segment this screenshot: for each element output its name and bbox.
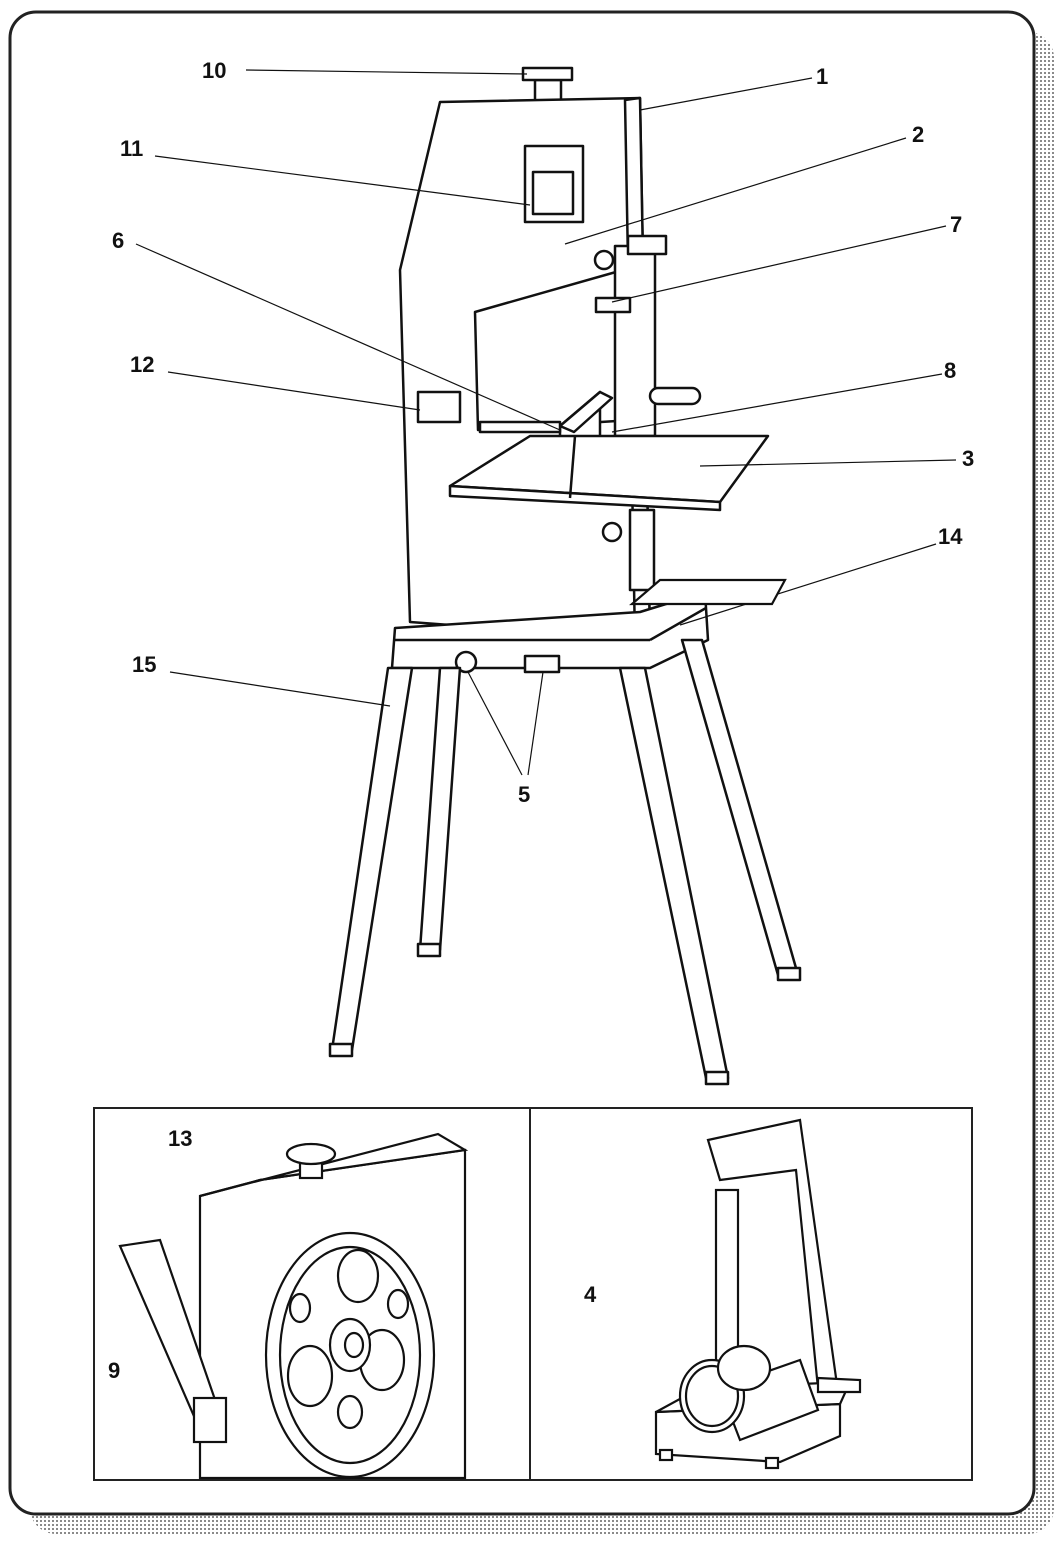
guide-block bbox=[192, 1396, 228, 1444]
callout-8: 8 bbox=[944, 358, 956, 383]
tension-knob-cap bbox=[521, 66, 574, 82]
callout-6: 6 bbox=[112, 228, 124, 253]
mitre-rail bbox=[478, 420, 562, 434]
callout-4: 4 bbox=[584, 1282, 597, 1307]
callout-11: 11 bbox=[120, 136, 143, 161]
locking-knob bbox=[454, 650, 478, 674]
wheel-hole-2 bbox=[386, 1288, 410, 1320]
wheel-detail bbox=[118, 1132, 469, 1480]
motor-shaft bbox=[816, 1376, 862, 1394]
callout-15: 15 bbox=[132, 652, 156, 677]
saw-table-front bbox=[448, 484, 722, 512]
leader-3 bbox=[699, 459, 957, 467]
callout-7: 7 bbox=[950, 212, 962, 237]
mini-foot-2 bbox=[764, 1456, 780, 1470]
leader-5b bbox=[527, 671, 544, 776]
foot-2 bbox=[416, 942, 442, 958]
switch-box-inner bbox=[531, 170, 575, 216]
callout-14: 14 bbox=[938, 524, 963, 549]
wheel-hub-inner bbox=[343, 1331, 365, 1359]
mini-foot-1 bbox=[658, 1448, 674, 1462]
callout-9: 9 bbox=[108, 1358, 120, 1383]
foot-1 bbox=[328, 1042, 354, 1058]
callout-13: 13 bbox=[168, 1126, 192, 1151]
table-tilt-knob bbox=[601, 521, 623, 543]
leader-15 bbox=[169, 671, 391, 707]
motor-back bbox=[716, 1344, 772, 1392]
leader-14 bbox=[679, 543, 937, 626]
callout-1: 1 bbox=[816, 64, 828, 89]
inset-small-table bbox=[629, 578, 787, 606]
lower-guard bbox=[628, 508, 656, 592]
blade-guide-knob bbox=[594, 296, 632, 314]
rip-fence-top bbox=[558, 390, 614, 434]
callout-12: 12 bbox=[130, 352, 154, 377]
guide-handle bbox=[648, 386, 702, 406]
band-saw-main-illustration bbox=[328, 66, 802, 1086]
callout-labels: 10 1 2 11 7 6 12 8 3 14 15 5 13 9 4 bbox=[108, 58, 974, 1383]
leader-8 bbox=[611, 373, 943, 433]
guide-post bbox=[613, 244, 657, 438]
leader-12 bbox=[167, 371, 421, 411]
locking-clamp bbox=[523, 654, 561, 674]
wheel-hole-5 bbox=[286, 1344, 334, 1408]
callout-5: 5 bbox=[518, 782, 530, 807]
wheel-hole-6 bbox=[288, 1292, 312, 1324]
wheel-hole-1 bbox=[336, 1248, 380, 1304]
guide-knob bbox=[593, 249, 615, 271]
leader-11 bbox=[154, 155, 531, 206]
foot-3 bbox=[704, 1070, 730, 1086]
leader-5a bbox=[467, 671, 523, 776]
leader-6 bbox=[135, 243, 561, 431]
wheel-hole-4 bbox=[336, 1394, 364, 1430]
guide-post-top bbox=[626, 234, 668, 256]
housing-top bbox=[199, 1132, 469, 1198]
stand-top-edge-right bbox=[649, 606, 707, 642]
table-slot bbox=[568, 435, 577, 499]
rating-plate bbox=[416, 390, 462, 424]
callout-2: 2 bbox=[912, 122, 924, 147]
leader-1 bbox=[639, 77, 813, 111]
housing-knob-cap bbox=[285, 1142, 337, 1166]
callout-10: 10 bbox=[202, 58, 226, 83]
leader-10 bbox=[245, 69, 528, 75]
leader-7 bbox=[611, 225, 947, 303]
callout-3: 3 bbox=[962, 446, 974, 471]
leader-2 bbox=[564, 137, 907, 245]
foot-4 bbox=[776, 966, 802, 982]
motor-detail bbox=[629, 578, 862, 1470]
